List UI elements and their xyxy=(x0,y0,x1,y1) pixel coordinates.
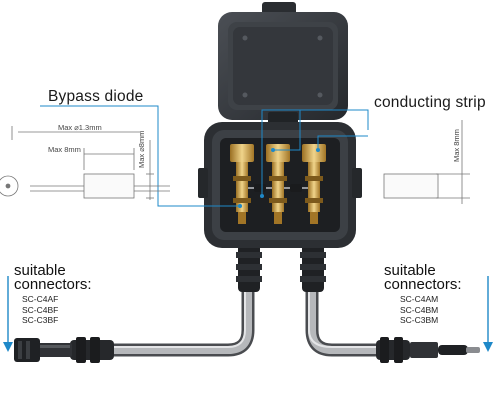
right-connectors-heading-1: suitable xyxy=(384,262,436,279)
strip-width-dim: Max 8mm xyxy=(452,129,461,162)
left-connectors-heading-1: suitable xyxy=(14,262,66,279)
right-connectors-heading-2: connectors: xyxy=(384,276,462,293)
connector-arrows xyxy=(3,276,493,352)
junction-box-lid xyxy=(218,2,348,126)
right-connector-model: SC-C3BM xyxy=(400,315,439,325)
left-mc4-connector xyxy=(14,337,114,363)
diode-dimension-sketch xyxy=(0,126,170,200)
left-connectors-block: suitable connectors: SC-C4AF SC-C4BF SC-… xyxy=(14,262,92,326)
body-diameter-dim: Max ⌀8mm xyxy=(137,130,146,168)
right-connector-model: SC-C4BM xyxy=(400,304,439,315)
right-connectors-block: suitable connectors: SC-C4AM SC-C4BM SC-… xyxy=(384,262,462,326)
body-length-dim: Max 8mm xyxy=(48,145,81,154)
conducting-strip-label: conducting strip xyxy=(374,94,486,111)
bypass-diode-label: Bypass diode xyxy=(48,88,144,105)
cables xyxy=(103,283,387,357)
terminal-block xyxy=(230,144,326,224)
cable-glands xyxy=(236,236,326,292)
callout-dots xyxy=(238,148,320,208)
right-mc4-connector xyxy=(376,337,480,363)
left-connectors-heading-2: connectors: xyxy=(14,276,92,293)
left-connector-model: SC-C3BF xyxy=(22,315,59,325)
lead-diameter-dim: Max ⌀1.3mm xyxy=(58,123,102,132)
strip-dimension-sketch xyxy=(383,120,470,204)
left-connector-model: SC-C4AF xyxy=(22,294,59,304)
callout-lines xyxy=(40,105,369,207)
left-connector-model: SC-C4BF xyxy=(22,304,59,315)
right-connector-model: SC-C4AM xyxy=(400,294,439,304)
